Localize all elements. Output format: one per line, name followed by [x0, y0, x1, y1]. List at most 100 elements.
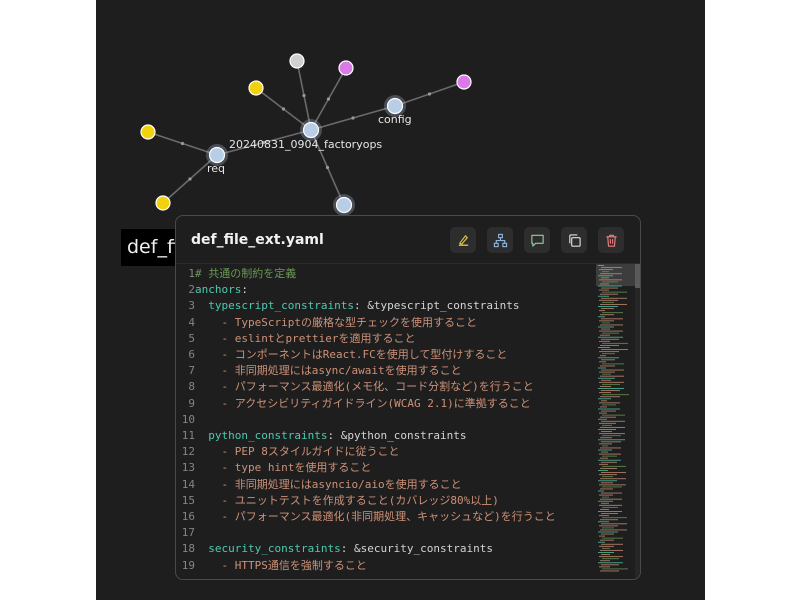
code-line: 16 - パフォーマンス最適化(非同期処理、キャッシュなど)を行うこと	[176, 509, 556, 525]
minimap-line	[598, 398, 611, 400]
minimap-line	[598, 521, 609, 523]
yaml-value: ユニットテストを作成すること(カバレッジ80%以上)	[234, 493, 499, 507]
file-title: def_file_ext.yaml	[191, 232, 324, 248]
minimap-line	[601, 461, 617, 463]
code-line: 15 - ユニットテストを作成すること(カバレッジ80%以上)	[176, 493, 499, 509]
minimap-line	[602, 455, 617, 457]
minimap-line	[601, 349, 628, 351]
minimap-line	[602, 547, 610, 549]
list-dash: -	[221, 315, 235, 329]
graph-canvas[interactable]: 20240831_0904_factoryops config req	[96, 0, 705, 600]
indent	[195, 299, 208, 312]
hub-node-bottom[interactable]	[335, 196, 353, 214]
minimap-line	[600, 447, 621, 449]
line-number: 4	[188, 315, 195, 329]
minimap-line	[602, 271, 609, 273]
line-number: 5	[188, 331, 195, 345]
minimap-line	[602, 414, 625, 416]
minimap-line	[600, 375, 624, 377]
minimap-line	[601, 359, 615, 361]
minimap-line	[598, 562, 623, 564]
panel-divider	[176, 263, 640, 264]
minimap-line	[600, 426, 625, 428]
minimap-line	[598, 367, 606, 369]
copy-button[interactable]	[561, 227, 587, 253]
leaf-node[interactable]	[248, 80, 264, 96]
line-number: 11	[181, 429, 195, 442]
minimap-line	[601, 554, 610, 556]
minimap-line	[599, 371, 615, 373]
indent	[195, 461, 222, 474]
code-line: 8 - パフォーマンス最適化(メモ化、コード分割など)を行うこと	[176, 379, 534, 395]
minimap-line	[601, 287, 618, 289]
minimap-line	[601, 308, 614, 310]
minimap-line	[602, 322, 610, 324]
minimap-line	[600, 508, 609, 510]
vertical-scrollbar[interactable]	[635, 264, 640, 579]
minimap-line	[602, 291, 627, 293]
minimap-line	[601, 267, 622, 269]
minimap-line	[600, 467, 617, 469]
delete-button[interactable]	[598, 227, 624, 253]
minimap-line	[602, 281, 618, 283]
minimap-line	[602, 332, 619, 334]
code-line: 6 - コンポーネントはReact.FCを使用して型付けすること	[176, 347, 507, 363]
graph-structure-button[interactable]	[487, 227, 513, 253]
leaf-node[interactable]	[140, 124, 156, 140]
yaml-anchor: &python_constraints	[334, 429, 467, 442]
minimap-line	[599, 320, 614, 322]
indent	[195, 332, 222, 345]
code-line: 7 - 非同期処理にはasync/awaitを使用すること	[176, 363, 461, 379]
minimap-line	[598, 326, 614, 328]
minimap-line	[602, 404, 616, 406]
hub-node-req[interactable]	[208, 146, 226, 164]
minimap-line	[600, 529, 627, 531]
hierarchy-icon	[493, 233, 507, 247]
minimap-line	[602, 394, 629, 396]
minimap-line	[600, 570, 619, 572]
leaf-node[interactable]	[289, 53, 305, 69]
minimap-line	[602, 527, 614, 529]
minimap-line	[599, 330, 623, 332]
minimap-line	[599, 566, 610, 568]
yaml-value: 非同期処理にはasyncio/aioを使用すること	[234, 477, 462, 491]
minimap-line	[599, 269, 613, 271]
minimap-line	[598, 316, 605, 318]
code-line: 14 - 非同期処理にはasyncio/aioを使用すること	[176, 477, 462, 493]
yaml-value: パフォーマンス最適化(非同期処理、キャッシュなど)を行うこと	[234, 510, 556, 523]
minimap-line	[602, 353, 615, 355]
list-dash: -	[221, 445, 235, 459]
minimap-line	[601, 441, 621, 443]
hub-node-center[interactable]	[302, 121, 320, 139]
line-number: 13	[181, 461, 195, 475]
minimap-line	[601, 451, 608, 453]
leaf-node[interactable]	[338, 60, 354, 76]
leaf-node[interactable]	[155, 195, 171, 211]
minimap-line	[598, 552, 614, 553]
code-minimap[interactable]	[596, 264, 636, 580]
minimap-line	[598, 480, 617, 482]
line-number: 10	[181, 412, 195, 426]
trash-icon	[605, 234, 617, 247]
minimap-line	[600, 365, 615, 367]
minimap-line	[600, 293, 618, 295]
line-number: 15	[181, 493, 195, 507]
graph-nodes	[140, 53, 472, 216]
scrollbar-thumb[interactable]	[635, 264, 640, 288]
list-dash: -	[221, 396, 235, 410]
minimap-line	[599, 299, 618, 301]
yaml-value: パフォーマンス最適化(メモ化、コード分割など)を行うこと	[234, 380, 534, 394]
list-dash: -	[221, 348, 235, 361]
yaml-key: typescript_constraints	[208, 299, 354, 313]
minimap-line	[602, 445, 608, 447]
list-dash: -	[221, 331, 235, 345]
yaml-key: anchors	[195, 283, 242, 297]
hub-node-config[interactable]	[386, 97, 404, 115]
code-line: 2anchors:	[176, 282, 248, 298]
minimap-line	[598, 377, 615, 379]
highlight-button[interactable]	[450, 227, 476, 253]
leaf-node[interactable]	[456, 74, 472, 90]
comment-button[interactable]	[524, 227, 550, 253]
minimap-line	[599, 494, 613, 496]
